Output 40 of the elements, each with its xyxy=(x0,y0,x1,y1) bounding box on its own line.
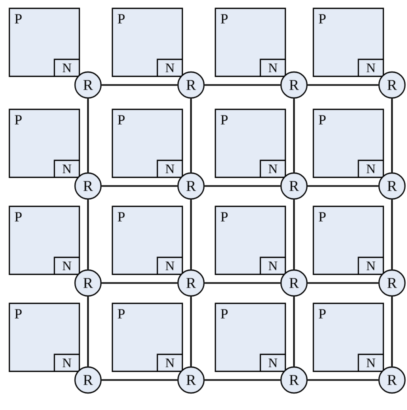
link-line xyxy=(102,379,178,381)
network-interface-box: N xyxy=(156,256,183,275)
link-line xyxy=(391,200,393,270)
network-interface-box: N xyxy=(54,256,80,275)
link-line xyxy=(204,379,280,381)
network-interface-box: N xyxy=(156,354,183,372)
network-interface-box: N xyxy=(156,58,183,77)
link-line xyxy=(87,200,89,270)
network-interface-box: N xyxy=(358,58,384,77)
network-interface-box: N xyxy=(54,58,80,77)
link-line xyxy=(391,98,393,172)
network-interface-box: N xyxy=(54,354,80,372)
link-line xyxy=(204,84,280,86)
link-line xyxy=(204,185,280,187)
link-line xyxy=(293,98,295,172)
link-line xyxy=(308,282,378,284)
network-interface-box: N xyxy=(54,160,80,178)
link-line xyxy=(190,296,192,366)
link-line xyxy=(308,84,378,86)
network-interface-box: N xyxy=(260,160,286,178)
network-interface-box: N xyxy=(358,160,384,178)
link-line xyxy=(102,84,178,86)
network-interface-box: N xyxy=(260,58,286,77)
network-interface-box: N xyxy=(358,354,384,372)
link-line xyxy=(308,185,378,187)
network-interface-box: N xyxy=(358,256,384,275)
link-line xyxy=(190,98,192,172)
link-line xyxy=(102,282,178,284)
link-line xyxy=(308,379,378,381)
network-interface-box: N xyxy=(260,354,286,372)
link-line xyxy=(391,296,393,366)
link-line xyxy=(204,282,280,284)
link-line xyxy=(293,200,295,270)
network-interface-box: N xyxy=(156,160,183,178)
network-interface-box: N xyxy=(260,256,286,275)
link-line xyxy=(293,296,295,366)
link-line xyxy=(190,200,192,270)
link-line xyxy=(102,185,178,187)
link-line xyxy=(87,296,89,366)
link-line xyxy=(87,98,89,172)
